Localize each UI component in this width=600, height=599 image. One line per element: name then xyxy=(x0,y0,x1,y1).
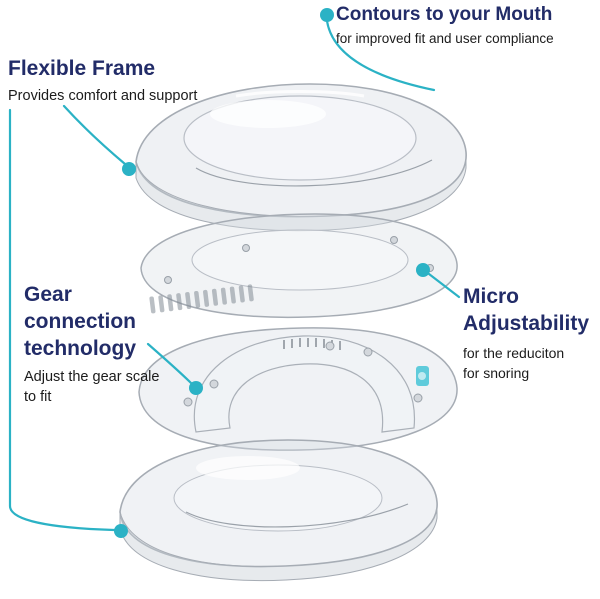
callout-micro-title-line-1: Micro xyxy=(463,285,520,308)
callout-flexible-frame: Flexible Frame Provides comfort and supp… xyxy=(8,56,238,106)
callout-micro-adjustability-subtitle: for the reduciton for snoring xyxy=(463,343,598,383)
callout-flexible-frame-title: Flexible Frame xyxy=(8,57,156,80)
callout-micro-subtitle-line-2: for snoring xyxy=(463,365,530,381)
device-gear-plate xyxy=(138,327,458,451)
callout-micro-adjustability: Micro Adjustability for the reduciton fo… xyxy=(463,283,598,383)
callout-dot-flexible-top xyxy=(122,162,136,176)
callout-gear-title-line-2: connection xyxy=(24,310,137,333)
callout-gear-title-line-3: technology xyxy=(24,337,137,360)
callout-gear-connection: Gear connection technology Adjust the ge… xyxy=(24,281,204,407)
callout-gear-title-line-1: Gear xyxy=(24,283,72,306)
callout-line-gear xyxy=(146,342,203,395)
callout-line-flexible-bottom xyxy=(8,108,128,538)
callout-gear-subtitle-line-1: Adjust the gear scale xyxy=(24,369,160,385)
vent-slots xyxy=(149,284,254,314)
callout-dot-flexible-bottom xyxy=(114,524,128,538)
callout-line-contours xyxy=(320,8,436,92)
callout-dot-contours xyxy=(320,8,334,22)
callout-gear-subtitle-line-2: to fit xyxy=(24,389,52,405)
device-vent-plate xyxy=(140,213,458,319)
callout-micro-adjustability-title: Micro Adjustability xyxy=(463,283,598,337)
callout-micro-title-line-2: Adjustability xyxy=(463,312,590,335)
callout-contours: Contours to your Mouth for improved fit … xyxy=(336,3,592,47)
device-upper-tray xyxy=(135,83,467,232)
callout-line-flexible-top xyxy=(62,104,136,176)
callout-flexible-frame-subtitle: Provides comfort and support xyxy=(8,88,198,104)
callout-micro-subtitle-line-1: for the reduciton xyxy=(463,345,565,361)
callout-contours-subtitle: for improved fit and user compliance xyxy=(336,31,554,46)
device-exploded-view xyxy=(119,83,467,582)
callout-dot-gear xyxy=(189,381,203,395)
callout-gear-connection-subtitle: Adjust the gear scale to fit xyxy=(24,367,204,407)
callout-connectors xyxy=(8,8,461,538)
device-lower-tray xyxy=(119,439,438,582)
callout-dot-micro xyxy=(416,263,430,277)
callout-gear-connection-title: Gear connection technology xyxy=(24,281,204,362)
callout-line-micro xyxy=(416,263,461,299)
callout-contours-title: Contours to your Mouth xyxy=(336,4,553,25)
